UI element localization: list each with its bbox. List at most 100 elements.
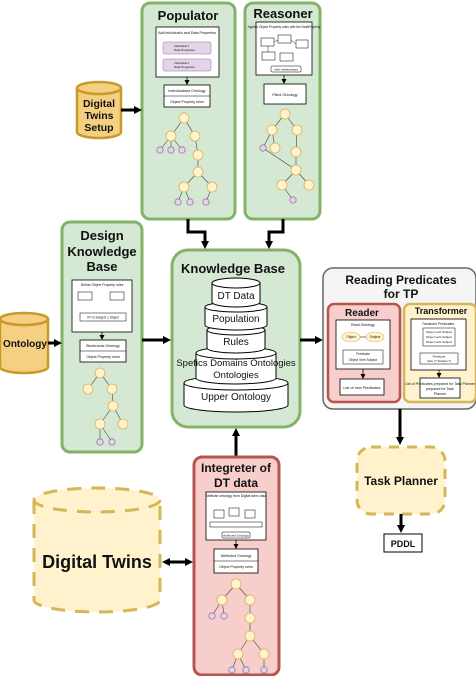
tree-node: [244, 630, 256, 642]
design-card-rule: if F is Subject 1 Object: [87, 316, 119, 320]
design-mid-box: Bluebrands Ontology: [86, 344, 120, 348]
reasoner-title: Reasoner: [253, 6, 312, 21]
reasoner-card-bottom: Infer relationships: [274, 68, 298, 72]
reader-panel: Reader Read Ontology Object Subject Pred…: [326, 302, 402, 404]
transformer-pred-title: Predicate: [433, 355, 446, 359]
reader-triple: Object Verb Subject: [349, 358, 377, 362]
tree-node: [178, 181, 190, 193]
tree-node: [290, 164, 302, 176]
populator-mid-box: Individualized Ontology: [168, 89, 205, 93]
dt-setup-label-1: Digital: [83, 98, 115, 110]
populator-line-4: Data Properties: [174, 65, 195, 69]
tree-node: [291, 124, 303, 136]
transformer-pred-value: Verb (? Subject ?): [427, 359, 451, 363]
tree-leaf-node: [208, 612, 216, 620]
tree-leaf-node: [228, 666, 236, 674]
reasoner-panel: Reasoner Applies Object Property rules w…: [243, 1, 322, 221]
tree-node: [279, 108, 291, 120]
tree-node: [94, 367, 106, 379]
integrator-card-bottom: Attributed Ontology: [223, 534, 249, 538]
design-title-1: Design: [80, 228, 123, 243]
transformer-line-2: Object verb Subject: [426, 335, 452, 339]
kb-layer-rules: Rules: [206, 324, 266, 354]
ontology-label: Ontology: [3, 339, 47, 350]
populator-card-title: Add individual's and Data Properties: [158, 31, 216, 35]
task-planner-box: Task Planner: [355, 445, 447, 516]
integrator-card-title: Attribute ontology from Digital twins da…: [206, 494, 267, 498]
transformer-card-title: Transform Predicates: [422, 322, 455, 326]
populator-line-3: Individual 2: [174, 61, 190, 65]
tree-node: [106, 383, 118, 395]
tree-node: [94, 418, 106, 430]
svg-text:Population: Population: [212, 314, 259, 325]
task-planner-label: Task Planner: [364, 474, 438, 488]
tree-node: [178, 112, 190, 124]
svg-text:Upper Ontology: Upper Ontology: [201, 392, 271, 403]
reasoner-card-title: Applies Object Property rules with the D…: [248, 25, 321, 29]
svg-text:Rules: Rules: [223, 337, 249, 348]
tree-leaf-node: [242, 666, 250, 674]
tree-node: [192, 166, 204, 178]
tree-leaf-node: [178, 146, 186, 154]
tree-node: [192, 149, 204, 161]
transformer-panel: Transformer Transform Predicates Object …: [402, 302, 476, 404]
tree-leaf-node: [108, 438, 116, 446]
tree-node: [258, 648, 270, 660]
transformer-line-3: Object verb Subject: [426, 340, 452, 344]
transformer-line-1: Object verb Subject: [426, 330, 452, 334]
populator-title: Populator: [158, 8, 219, 23]
tree-node: [232, 648, 244, 660]
tree-leaf-node: [220, 612, 228, 620]
svg-text:DT Data: DT Data: [217, 291, 254, 302]
transformer-title: Transformer: [415, 306, 468, 316]
pddl-label: PDDL: [391, 539, 416, 549]
tree-node: [230, 578, 242, 590]
design-card: [71, 279, 133, 333]
reader-object: Object: [346, 335, 355, 339]
transformer-list-box: List of Predicates prepared for Task Pla…: [405, 382, 476, 386]
populator-bottom-box: Object Property rules: [170, 100, 204, 104]
tree-leaf-node: [260, 666, 268, 674]
tree-leaf-node: [202, 198, 210, 206]
integrator-title-2: DT data: [214, 476, 258, 490]
tree-node: [206, 181, 218, 193]
tree-node: [244, 612, 256, 624]
design-title-3: Base: [86, 259, 117, 274]
integrator-bottom-box: Object Property rules: [219, 565, 253, 569]
populator-line-2: Data Properties: [174, 48, 195, 52]
tree-node: [290, 146, 302, 158]
tree-leaf-node: [167, 146, 175, 154]
tree-node: [107, 400, 119, 412]
integrator-mid-box: Attributed Ontology: [221, 554, 252, 558]
tree-leaf-node: [289, 196, 297, 204]
tree-node: [244, 594, 256, 606]
tree-node: [269, 142, 281, 154]
dt-setup-label-2: Twins: [85, 110, 114, 122]
tree-leaf-node: [96, 438, 104, 446]
integrator-ontology-tree: [208, 578, 270, 674]
reading-title-2: for TP: [384, 287, 419, 301]
integrator-panel: Integreter of DT data Attribute ontology…: [192, 455, 281, 676]
knowledge-base-panel: Knowledge Base Upper Ontology Spefics Do…: [170, 248, 302, 429]
digital-twins-label: Digital Twins: [42, 552, 152, 572]
design-knowledge-base-panel: Design Knowledge Base Define Object Prop…: [60, 220, 144, 454]
reader-subject: Subject: [370, 335, 381, 339]
tree-node: [165, 130, 177, 142]
digital-twins-database: Digital Twins: [32, 486, 162, 614]
tree-leaf-node: [156, 146, 164, 154]
integrator-title-1: Integreter of: [201, 461, 272, 475]
reader-predicate: Predicate: [356, 352, 370, 356]
reading-title-1: Reading Predicates: [345, 273, 457, 287]
pddl-box: PDDL: [383, 533, 423, 553]
tree-node: [276, 179, 288, 191]
populator-line-1: Individual 1: [174, 44, 190, 48]
kb-title: Knowledge Base: [181, 261, 285, 276]
design-title-2: Knowledge: [67, 244, 136, 259]
populator-panel: Populator Add individual's and Data Prop…: [140, 1, 237, 221]
tree-node: [82, 383, 94, 395]
tree-node: [189, 130, 201, 142]
tree-leaf-node: [186, 198, 194, 206]
svg-text:Planner: Planner: [434, 392, 447, 396]
populator-ontology-tree: [156, 112, 218, 206]
